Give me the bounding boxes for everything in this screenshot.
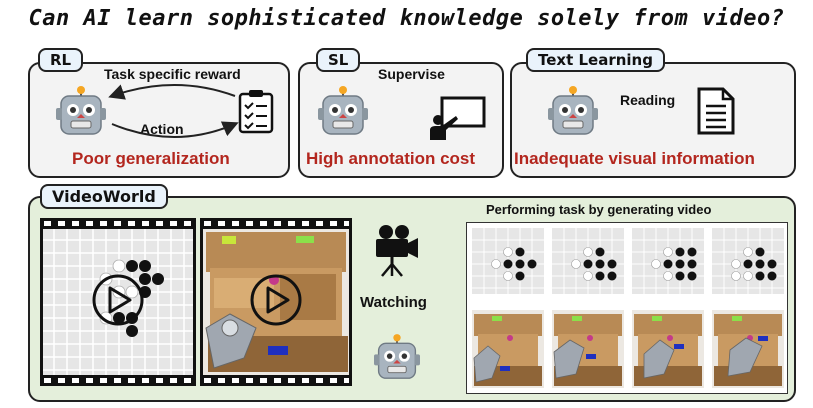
clipboard-icon — [238, 90, 274, 134]
text-reading-label: Reading — [620, 92, 676, 108]
robot-icon — [318, 86, 368, 135]
text-tag: Text Learning — [526, 48, 665, 72]
go-board-video — [40, 218, 196, 386]
arm-frame-2 — [552, 310, 624, 388]
videoworld-tag: VideoWorld — [40, 184, 168, 209]
arm-frame-1 — [472, 310, 544, 388]
document-icon — [697, 87, 735, 135]
go-frame-1 — [472, 228, 544, 294]
rl-tag: RL — [38, 48, 84, 72]
robot-icon — [56, 86, 106, 135]
go-frame-4 — [712, 228, 784, 294]
arm-frame-3 — [632, 310, 704, 388]
video-camera-icon — [376, 225, 418, 277]
robot-icon — [548, 86, 598, 135]
robot-icon — [374, 334, 420, 379]
robot-arm-video — [200, 218, 352, 386]
sl-supervise-label: Supervise — [378, 66, 445, 82]
generated-frames — [472, 228, 784, 388]
sl-tag: SL — [316, 48, 361, 72]
sl-issue: High annotation cost — [306, 149, 476, 168]
go-frame-2 — [552, 228, 624, 294]
rl-issue: Poor generalization — [72, 149, 230, 168]
rl-reward-label: Task specific reward — [104, 66, 241, 82]
teacher-board-icon — [430, 96, 486, 140]
arm-frame-4 — [712, 310, 784, 388]
task-title: Performing task by generating video — [486, 202, 712, 217]
page-title: Can AI learn sophisticated knowledge sol… — [28, 6, 785, 31]
text-issue: Inadequate visual information — [514, 149, 755, 168]
go-frame-3 — [632, 228, 704, 294]
rl-action-label: Action — [140, 121, 184, 137]
watching-label: Watching — [360, 294, 427, 311]
